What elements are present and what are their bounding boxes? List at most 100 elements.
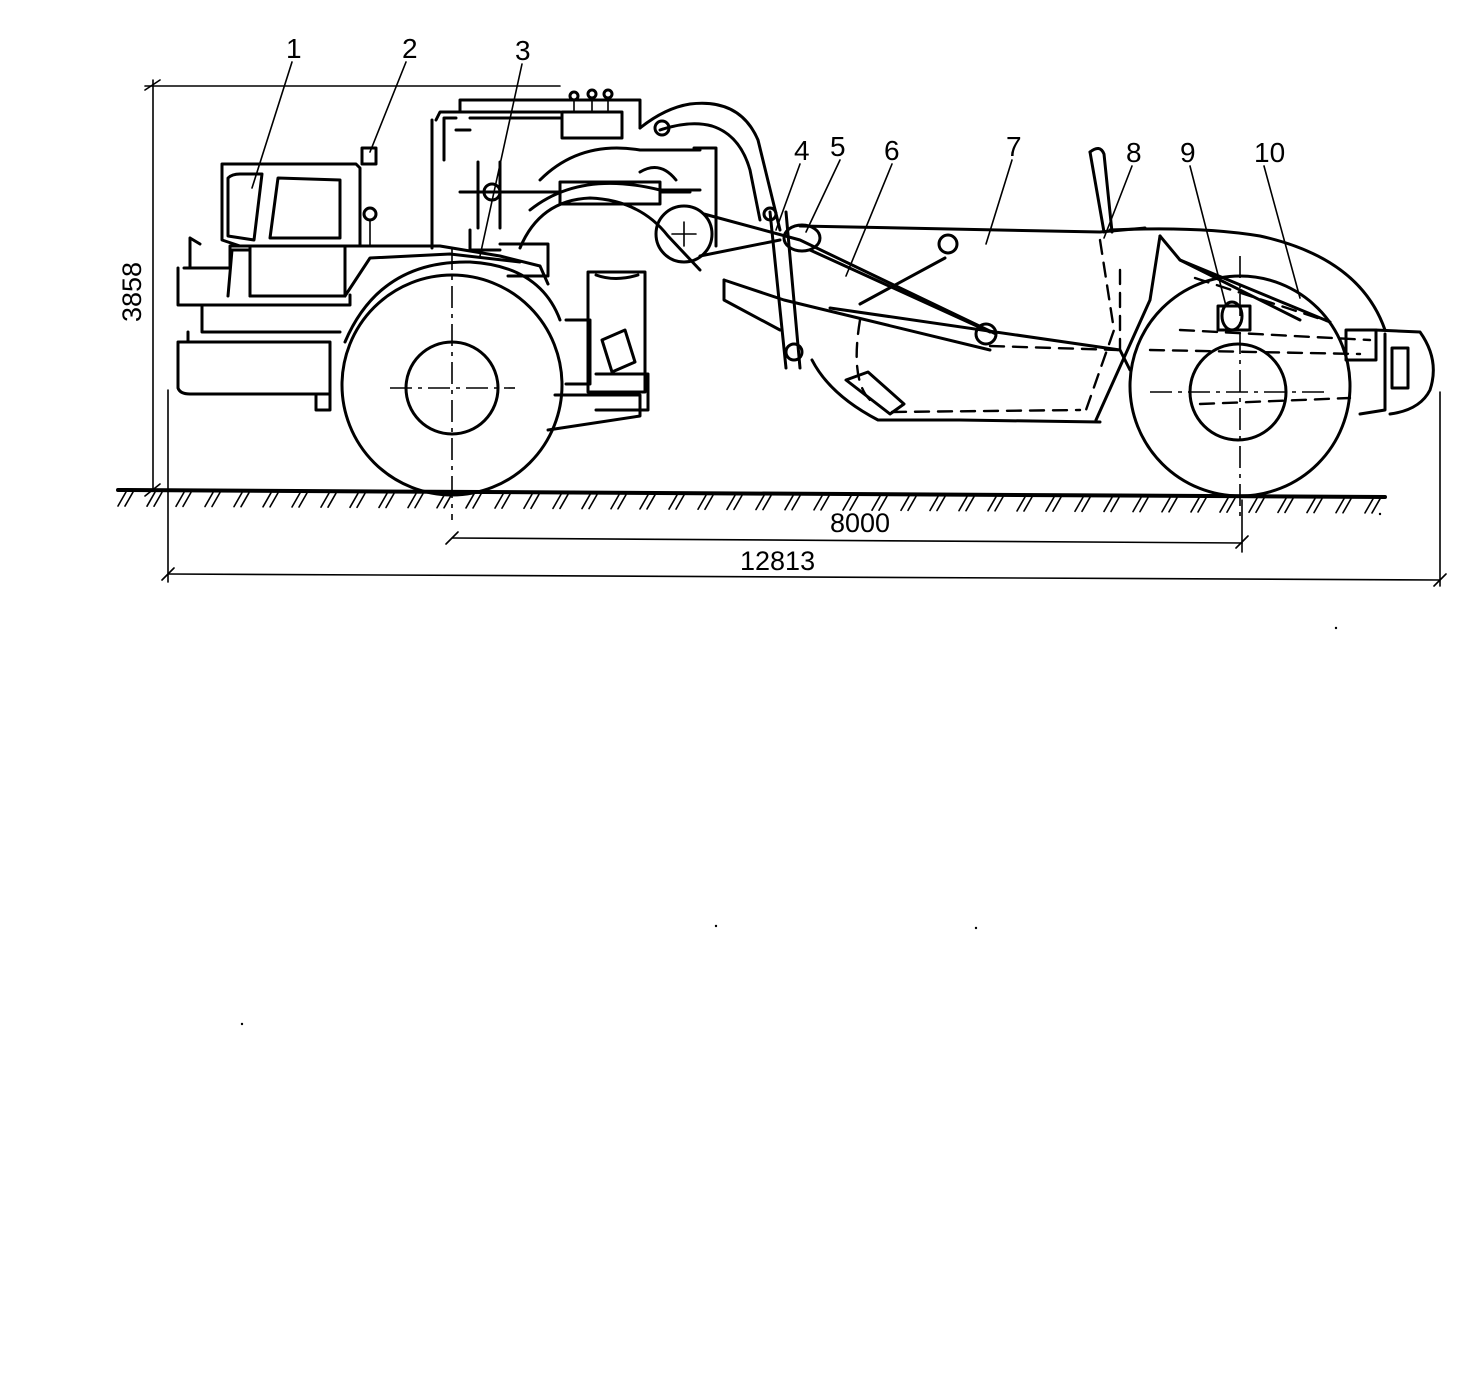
hatch-mark [1139,496,1149,513]
hatch-mark [356,492,366,509]
hatch-mark [262,492,272,508]
hatch-mark [1023,496,1033,512]
hatch-mark [378,492,388,509]
hatch-mark [1161,496,1171,513]
hatch-mark [755,494,765,511]
hatch-mark [494,493,504,509]
hatch-mark [1016,496,1026,512]
scan-specks [240,512,1382,1026]
hatch-mark [1168,497,1178,513]
callout-10: 10 [1254,137,1285,168]
hatch-mark [1074,496,1084,513]
hatch-mark [530,493,540,510]
dimensions: 3858 8000 12813 [117,79,1447,587]
hatch-mark [1248,497,1258,514]
hatch-mark [117,491,127,507]
callout-8: 8 [1126,137,1142,168]
hatch-mark [878,495,888,512]
callout-7: 7 [1006,131,1022,162]
hatch-mark [1342,497,1352,514]
hatch-mark [610,493,620,510]
hatch-mark [668,494,678,510]
wheelbase-dimension: 8000 [830,508,890,538]
overall-length-dimension: 12813 [740,546,815,576]
callout-5: 5 [830,131,846,162]
hatch-mark [211,491,221,508]
hatch-mark [407,492,417,509]
hatch-mark [1364,498,1374,514]
hatch-mark [240,491,250,508]
ground-hatching [117,491,1381,514]
hatch-mark [1226,497,1236,513]
hydraulic-and-gooseneck [430,88,782,272]
callout-2: 2 [402,33,418,64]
hatch-mark [204,491,214,508]
hatch-mark [726,494,736,511]
callout-1: 1 [286,33,302,64]
hatch-mark [784,494,794,511]
hatch-mark [704,494,714,511]
hatch-mark [1190,497,1200,513]
hatch-mark [936,495,946,512]
hatch-mark [900,495,910,512]
hatch-mark [559,493,569,510]
hatch-mark [1132,496,1142,513]
hatch-mark [965,495,975,512]
hatch-mark [1335,497,1345,514]
callout-6: 6 [884,135,900,166]
hatch-mark [646,494,656,510]
hatch-mark [1052,496,1062,512]
hatch-mark [1045,496,1055,512]
hatch-mark [907,495,917,512]
hatch-mark [472,493,482,509]
hatch-mark [291,492,301,508]
hatch-mark [1306,497,1316,514]
hatch-mark [1081,496,1091,513]
hatch-mark [182,491,192,508]
hatch-mark [269,492,279,508]
hatch-mark [791,494,801,511]
hatch-mark [675,494,685,510]
hatch-mark [349,492,359,509]
hatch-mark [588,493,598,510]
hatch-mark [1284,497,1294,514]
hatch-mark [929,495,939,512]
hatch-mark [871,495,881,511]
callout-leaders [251,61,1301,307]
hatch-mark [414,492,424,509]
hatch-mark [233,491,243,508]
hatch-mark [987,496,997,512]
hatch-mark [501,493,511,509]
hatch-mark [849,495,859,511]
hatch-mark [733,494,743,511]
hatch-mark [762,494,772,511]
hatch-mark [1255,497,1265,514]
hatch-mark [385,492,395,509]
callout-3: 3 [515,35,531,66]
hatch-mark [465,493,475,509]
hatch-mark [153,491,163,508]
ground [116,488,1387,514]
hatch-mark [1313,497,1323,514]
hatch-mark [813,495,823,511]
hatch-mark [820,495,830,511]
callout-labels: 1 2 3 4 5 6 7 8 9 10 [286,33,1285,168]
hatch-mark [124,491,134,507]
hatch-mark [1103,496,1113,513]
hatch-mark [552,493,562,510]
hatch-mark [994,496,1004,512]
scraper-bowl [654,147,1435,520]
hatch-mark [581,493,591,510]
hatch-mark [1110,496,1120,513]
hatch-mark [958,495,968,512]
callout-9: 9 [1180,137,1196,168]
hatch-mark [1277,497,1287,514]
hatch-mark [639,494,649,510]
hatch-mark [320,492,330,508]
height-dimension: 3858 [117,262,147,322]
hatch-mark [146,491,156,507]
hatch-mark [175,491,185,508]
callout-4: 4 [794,135,810,166]
hatch-mark [697,494,707,511]
